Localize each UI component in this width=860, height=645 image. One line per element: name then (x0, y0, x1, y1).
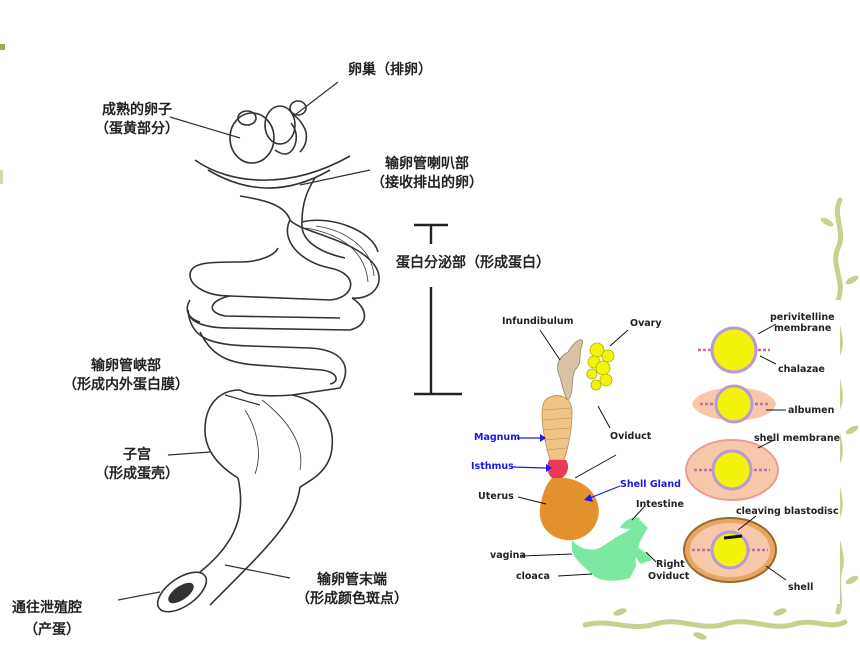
label-oviduct-end: 输卵管末端 （形成颜色斑点） (282, 571, 422, 609)
magnum-bracket (414, 223, 462, 396)
infundibulum-neck (301, 177, 316, 223)
uterus-outline (204, 389, 241, 479)
ovary-yolks (586, 342, 615, 391)
leader-egg (169, 116, 241, 139)
magnum-rings (542, 407, 572, 451)
inset-blue-arrows (510, 437, 621, 499)
leader-cloaca (117, 591, 161, 601)
label-shell: shell (788, 582, 814, 593)
infundibulum-rim (194, 155, 351, 181)
infundibulum-neck (239, 195, 291, 221)
follicle (289, 100, 307, 116)
label-ovary-en: Ovary (630, 318, 662, 329)
leader-uterus (167, 451, 211, 456)
uterus-outline (291, 394, 334, 488)
vagina-part (572, 520, 648, 581)
uterus-fold (261, 399, 302, 471)
colored-oviduct (539, 339, 652, 581)
edge-mark (0, 170, 3, 184)
label-cloaca-line2: （产蛋） (24, 622, 80, 638)
follicle-small (237, 110, 257, 126)
inset-panel (468, 300, 840, 604)
infundibulum-part (557, 339, 583, 401)
label-uterus: 子宫 （形成蛋壳） (92, 446, 182, 484)
label-right-oviduct-line1: Right (656, 559, 685, 570)
label-mature-egg-line2: （蛋黄部分） (95, 121, 179, 137)
isthmus-part (547, 460, 569, 478)
magnum-folds (315, 225, 375, 277)
egg-stages (683, 323, 787, 583)
label-isthmus-en: Isthmus (471, 461, 514, 472)
label-infundibulum: 输卵管喇叭部 （接收排出的卵） (352, 155, 502, 193)
label-cloaca-line1: 通往泄殖腔 (12, 600, 82, 616)
leader-infundibulum (299, 169, 371, 186)
label-cleaving-blastodisc: cleaving blastodisc (736, 506, 839, 517)
label-perivitelline-line2: membrane (774, 323, 832, 334)
label-infundibulum-line2: （接收排出的卵） (371, 175, 483, 191)
coil-lower-inner (199, 331, 337, 385)
inset-arrows (517, 329, 657, 577)
magnum-outline (289, 219, 380, 299)
magnum-outline (301, 219, 379, 253)
vine-bottom (582, 619, 848, 630)
uterus-fold (244, 409, 259, 475)
coil-upper (189, 219, 352, 301)
coil-upper-inner (301, 221, 346, 259)
oviduct-outline (117, 81, 380, 613)
vagina-outline (199, 477, 242, 573)
magnum-folds (305, 227, 369, 283)
stage-albumen (692, 384, 786, 424)
label-infundibulum-line1: 输卵管喇叭部 (385, 156, 469, 172)
mature-egg (229, 112, 275, 164)
stage-shell-membrane (685, 439, 779, 501)
corner-mark (0, 44, 5, 50)
label-mature-egg: 成熟的卵子 （蛋黄部分） (82, 101, 192, 139)
label-magnum-en: Magnum (474, 432, 521, 443)
infundibulum-inner (207, 169, 331, 189)
label-right-oviduct-line2: Oviduct (648, 571, 690, 582)
stage-shell (683, 515, 787, 583)
cloaca-opening (156, 571, 208, 613)
leader-isthmus (224, 394, 261, 406)
label-cloaca-en: cloaca (516, 571, 550, 582)
label-oviduct-en: Oviduct (610, 431, 652, 442)
follicle (264, 105, 296, 145)
coil-middle-inner (211, 295, 341, 319)
label-infundibulum-en: Infundibulum (502, 316, 574, 327)
label-albumen: albumen (788, 405, 835, 416)
label-uterus-line2: （形成蛋壳） (95, 466, 179, 482)
intestine-part (620, 517, 640, 530)
label-isthmus-line1: 输卵管峡部 (91, 358, 161, 374)
vagina-outline (209, 486, 301, 606)
label-shell-membrane: shell membrane (754, 433, 841, 444)
label-perivitelline-line1: perivitelline (770, 312, 835, 323)
inset-blue-arrowheads (540, 434, 593, 502)
label-uterus-en: Uterus (478, 491, 514, 502)
label-chalazae: chalazae (778, 364, 825, 375)
leader-ovary (294, 81, 339, 116)
label-ovary: 卵巢（排卵） (348, 62, 432, 78)
leader-end (224, 564, 291, 579)
label-magnum: 蛋白分泌部（形成蛋白） (396, 255, 550, 271)
ovary-tissue (274, 122, 298, 155)
label-oviduct-end-line1: 输卵管末端 (317, 572, 387, 588)
stage-yolk (698, 323, 777, 374)
label-isthmus-line2: （形成内外蛋白膜） (63, 377, 189, 393)
label-vagina-en: vagina (490, 550, 526, 561)
label-oviduct-end-line2: （形成颜色斑点） (296, 591, 408, 607)
label-shell-gland-en: Shell Gland (620, 479, 681, 490)
label-mature-egg-line1: 成熟的卵子 (102, 102, 172, 118)
label-intestine-en: Intestine (636, 499, 684, 510)
label-uterus-line1: 子宫 (123, 447, 151, 463)
label-isthmus: 输卵管峡部 （形成内外蛋白膜） (36, 357, 216, 395)
right-oviduct-part (626, 540, 652, 564)
ovary-tissue (291, 113, 308, 153)
uterus-part (539, 478, 599, 541)
cloaca-hole (168, 582, 194, 604)
